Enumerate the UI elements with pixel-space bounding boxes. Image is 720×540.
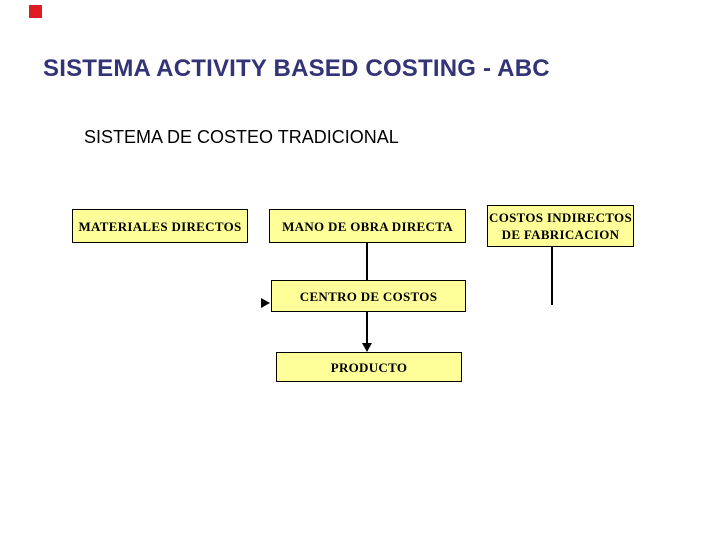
connector-centro-costos-to-producto xyxy=(366,312,368,344)
box-centro-de-costos: CENTRO DE COSTOS xyxy=(271,280,466,312)
red-corner-marker xyxy=(29,5,42,18)
arrow-down-icon xyxy=(362,343,372,352)
box-materiales-directos-label: MATERIALES DIRECTOS xyxy=(78,218,242,234)
connector-mano-obra-to-centro-costos xyxy=(366,243,368,280)
box-mano-de-obra-directa: MANO DE OBRA DIRECTA xyxy=(269,209,466,243)
box-mano-de-obra-directa-label: MANO DE OBRA DIRECTA xyxy=(282,218,453,234)
slide-subtitle: SISTEMA DE COSTEO TRADICIONAL xyxy=(84,127,399,147)
connector-costos-indirectos-dangling xyxy=(551,247,553,305)
box-costos-indirectos-label-line2: DE FABRICACION xyxy=(501,227,620,242)
box-costos-indirectos-label-line1: COSTOS INDIRECTOS xyxy=(489,210,632,225)
box-producto-label: PRODUCTO xyxy=(330,359,408,375)
box-producto: PRODUCTO xyxy=(276,352,462,382)
box-materiales-directos: MATERIALES DIRECTOS xyxy=(72,209,248,243)
arrow-right-icon xyxy=(261,298,270,308)
box-costos-indirectos-de-fabricacion: COSTOS INDIRECTOS DE FABRICACION xyxy=(487,205,634,247)
box-centro-de-costos-label: CENTRO DE COSTOS xyxy=(299,288,438,304)
slide-title: SISTEMA ACTIVITY BASED COSTING - ABC xyxy=(43,55,550,82)
